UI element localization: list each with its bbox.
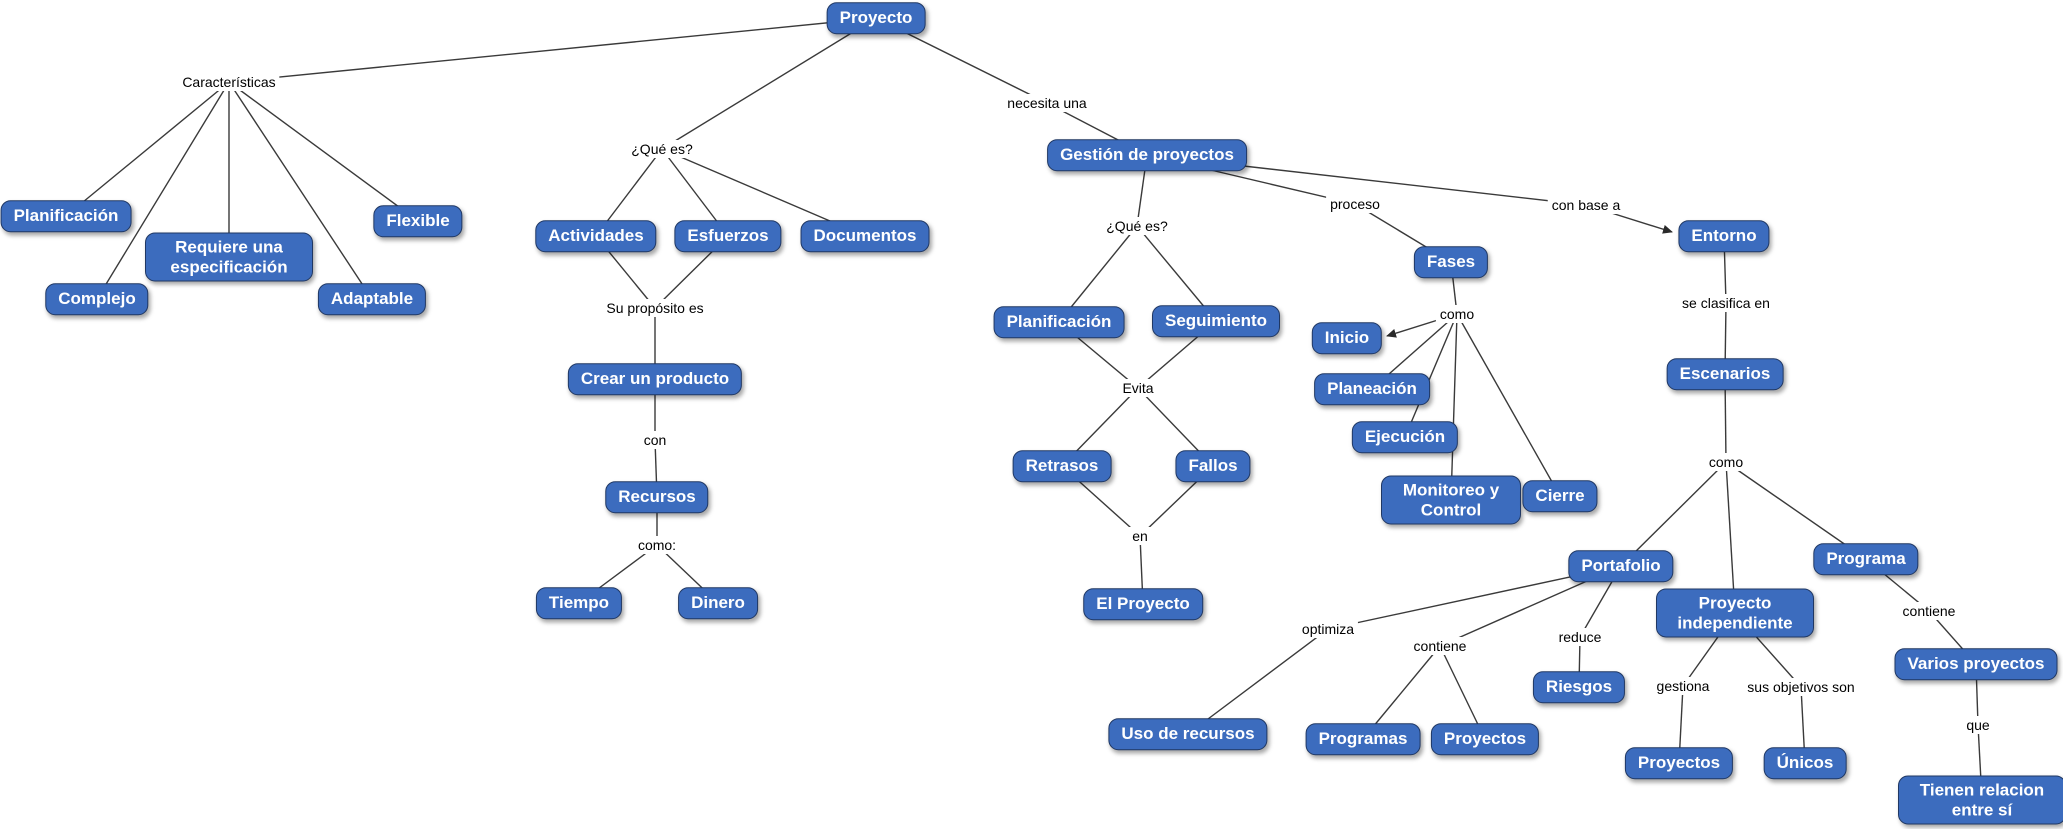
- node-gestion-de-proyectos[interactable]: Gestión de proyectos: [1047, 139, 1247, 171]
- link-label-como-recursos: como:: [633, 536, 681, 554]
- node-entorno[interactable]: Entorno: [1678, 220, 1770, 252]
- node-requiere-una-especificacion[interactable]: Requiere una especificación: [145, 232, 313, 282]
- node-tiempo[interactable]: Tiempo: [535, 587, 623, 619]
- link-label-se-clasifica-en: se clasifica en: [1678, 294, 1774, 312]
- node-unicos[interactable]: Únicos: [1763, 747, 1847, 779]
- node-ejecucion[interactable]: Ejecución: [1351, 421, 1459, 453]
- link-label-necesita-una: necesita una: [1003, 94, 1091, 112]
- node-portafolio[interactable]: Portafolio: [1568, 550, 1674, 582]
- node-dinero[interactable]: Dinero: [678, 587, 758, 619]
- link-label-en: en: [1128, 527, 1152, 545]
- link-label-caracteristicas: Características: [178, 73, 280, 91]
- link-label-con-base-a: con base a: [1547, 196, 1625, 214]
- link-label-sus-objetivos-son: sus objetivos son: [1743, 678, 1859, 696]
- node-proyecto[interactable]: Proyecto: [826, 2, 926, 34]
- node-actividades[interactable]: Actividades: [535, 220, 657, 252]
- node-planificacion-right[interactable]: Planificación: [993, 306, 1125, 338]
- node-programas[interactable]: Programas: [1305, 723, 1421, 755]
- link-label-con: con: [639, 431, 671, 449]
- link-label-contiene-programa: contiene: [1898, 602, 1960, 620]
- link-label-gestiona: gestiona: [1652, 677, 1714, 695]
- node-planeacion[interactable]: Planeación: [1314, 373, 1430, 405]
- node-el-proyecto[interactable]: El Proyecto: [1083, 588, 1203, 620]
- link-label-proceso: proceso: [1326, 195, 1384, 213]
- node-uso-de-recursos[interactable]: Uso de recursos: [1108, 718, 1268, 750]
- link-label-como-fases: como: [1435, 305, 1479, 323]
- node-fallos[interactable]: Fallos: [1175, 450, 1251, 482]
- node-retrasos[interactable]: Retrasos: [1012, 450, 1112, 482]
- node-planificacion-left[interactable]: Planificación: [0, 200, 132, 232]
- node-cierre[interactable]: Cierre: [1522, 480, 1598, 512]
- node-recursos[interactable]: Recursos: [605, 481, 709, 513]
- node-tienen-relacion-entre-si[interactable]: Tienen relacion entre sí: [1898, 775, 2063, 825]
- node-esfuerzos[interactable]: Esfuerzos: [674, 220, 782, 252]
- link-label-que-es-left: ¿Qué es?: [627, 140, 697, 158]
- link-label-su-proposito-es: Su propósito es: [602, 299, 708, 317]
- link-label-reduce: reduce: [1554, 628, 1606, 646]
- node-riesgos[interactable]: Riesgos: [1532, 671, 1626, 703]
- node-crear-un-producto[interactable]: Crear un producto: [567, 363, 743, 395]
- link-label-que-es-right: ¿Qué es?: [1102, 217, 1172, 235]
- node-proyectos-gestiona[interactable]: Proyectos: [1624, 747, 1734, 779]
- link-label-optimiza: optimiza: [1297, 620, 1359, 638]
- link-label-que: que: [1962, 716, 1994, 734]
- node-seguimiento[interactable]: Seguimiento: [1151, 305, 1281, 337]
- node-monitoreo-y-control[interactable]: Monitoreo y Control: [1381, 475, 1521, 525]
- node-complejo[interactable]: Complejo: [45, 283, 149, 315]
- node-proyectos-contiene[interactable]: Proyectos: [1430, 723, 1540, 755]
- node-adaptable[interactable]: Adaptable: [317, 283, 427, 315]
- node-documentos[interactable]: Documentos: [800, 220, 930, 252]
- node-flexible[interactable]: Flexible: [373, 205, 463, 237]
- node-escenarios[interactable]: Escenarios: [1666, 358, 1784, 390]
- link-label-contiene-portafolio: contiene: [1409, 637, 1471, 655]
- node-fases[interactable]: Fases: [1413, 246, 1489, 278]
- link-label-como-escenarios: como: [1704, 453, 1748, 471]
- link-label-evita: Evita: [1118, 379, 1158, 397]
- node-varios-proyectos[interactable]: Varios proyectos: [1894, 648, 2058, 680]
- node-programa[interactable]: Programa: [1813, 543, 1919, 575]
- node-proyecto-independiente[interactable]: Proyecto independiente: [1656, 588, 1814, 638]
- node-inicio[interactable]: Inicio: [1311, 322, 1383, 354]
